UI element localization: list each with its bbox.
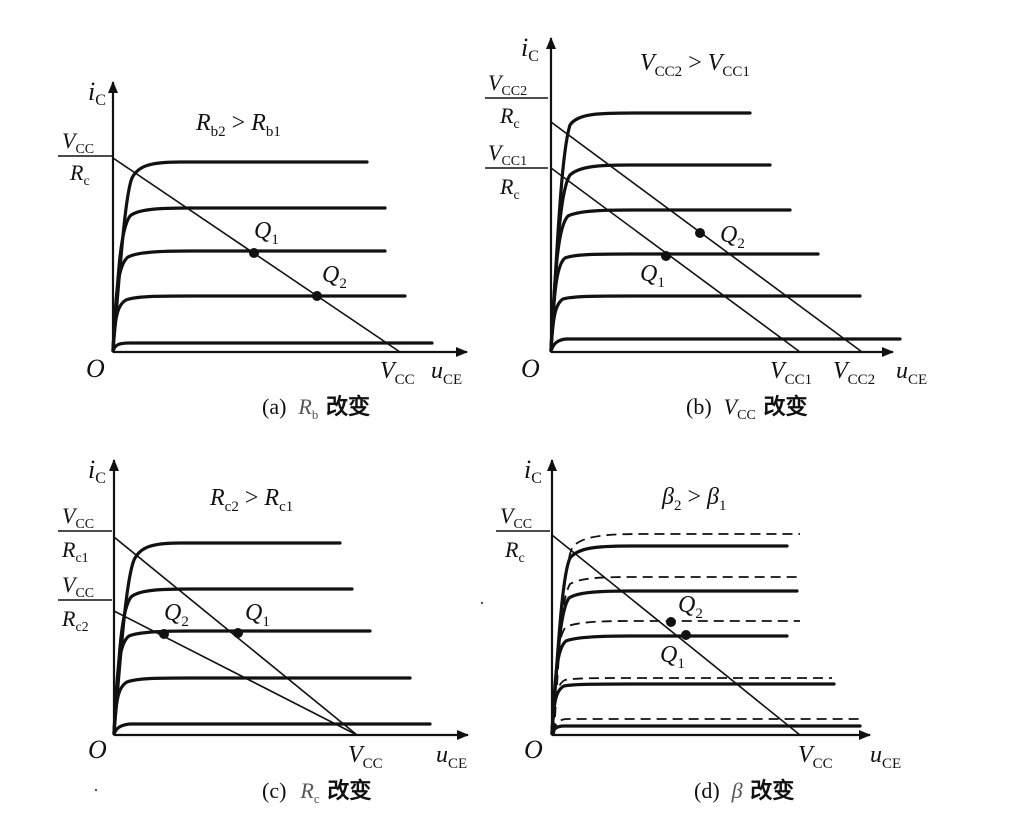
- y-axis-label: iC: [88, 455, 106, 487]
- svg-text:VCC: VCC: [62, 503, 94, 532]
- y-axis-label: iC: [88, 77, 106, 109]
- q2-label: Q2: [678, 592, 703, 622]
- svg-text:VCC: VCC: [500, 503, 532, 532]
- x-intercept-label: VCC: [348, 742, 383, 772]
- scan-speck: [480, 601, 484, 605]
- svg-text:Rc1: Rc1: [61, 537, 89, 566]
- svg-text:Rc: Rc: [69, 160, 90, 189]
- condition-label: Rc2 > Rc1: [209, 485, 293, 515]
- q2-point: [312, 291, 322, 301]
- y-intercept-label: VCC Rc: [58, 128, 112, 189]
- q1-point: [661, 251, 671, 261]
- x-intercept-label: VCC: [380, 358, 415, 388]
- y-intercept-label-rc1: VCC Rc1: [58, 503, 112, 566]
- output-curves: [111, 160, 434, 353]
- condition-label: β2 > β1: [661, 484, 726, 514]
- y-axis-label: iC: [521, 33, 539, 65]
- q2-point: [695, 228, 705, 238]
- svg-text:VCC: VCC: [62, 128, 94, 157]
- panel-a: iC O Rb2 > Rb1 VCC Rc Q1 Q2 VCC uCE (a)R…: [58, 77, 468, 422]
- x-intercept-label: VCC: [798, 742, 833, 772]
- q1-label: Q1: [245, 600, 270, 630]
- q2-label: Q2: [322, 262, 347, 292]
- panel-b: iC O VCC2 > VCC1 VCC2 Rc VCC1 Rc Q1 Q2 V…: [485, 33, 927, 423]
- y-axis-label: iC: [524, 455, 542, 487]
- load-line-vcc1: [550, 167, 801, 353]
- caption: (a)Rb 改变: [262, 394, 370, 422]
- q1-label: Q1: [254, 218, 279, 248]
- x-axis-label: uCE: [896, 358, 927, 388]
- x-axis-label: uCE: [436, 742, 467, 772]
- q1-point: [681, 630, 691, 640]
- condition-label: Rb2 > Rb1: [195, 110, 281, 140]
- x-axis-label: uCE: [870, 742, 901, 772]
- scan-speck: [94, 788, 98, 792]
- output-curves-beta1: [550, 544, 862, 736]
- origin-label: O: [524, 735, 543, 764]
- q1-label: Q1: [660, 642, 685, 672]
- q1-point: [233, 628, 243, 638]
- y-intercept-label: VCC Rc: [496, 503, 550, 566]
- origin-label: O: [86, 354, 105, 383]
- caption: (b)VCC 改变: [686, 394, 807, 423]
- q2-label: Q2: [720, 222, 745, 252]
- svg-text:VCC1: VCC1: [488, 140, 527, 169]
- q2-point: [159, 629, 169, 639]
- x-axis-label: uCE: [431, 358, 462, 388]
- load-line-rc2: [113, 610, 358, 736]
- x-intercept-label-vcc2: VCC2: [833, 358, 875, 388]
- caption: (d)β 改变: [694, 778, 794, 804]
- origin-label: O: [88, 735, 107, 764]
- output-curves-beta2: [553, 533, 862, 735]
- caption: (c)Rc 改变: [262, 778, 371, 806]
- origin-label: O: [521, 354, 540, 383]
- svg-text:Rc: Rc: [504, 537, 525, 566]
- q1-point: [249, 248, 259, 258]
- output-curves: [112, 541, 432, 736]
- q2-label: Q2: [164, 600, 189, 630]
- q1-label: Q1: [640, 261, 665, 291]
- svg-text:VCC: VCC: [62, 572, 94, 601]
- panel-d: iC O β2 > β1 VCC Rc Q2 Q1 VCC uCE (d)β 改…: [496, 455, 901, 804]
- svg-text:Rc: Rc: [499, 103, 520, 132]
- svg-text:Rc: Rc: [499, 174, 520, 203]
- svg-text:Rc2: Rc2: [61, 606, 89, 635]
- y-intercept-label-rc2: VCC Rc2: [58, 572, 112, 635]
- svg-text:VCC2: VCC2: [488, 70, 527, 99]
- x-intercept-label-vcc1: VCC1: [770, 358, 812, 388]
- y-intercept-label-vcc2: VCC2 Rc: [485, 70, 548, 132]
- y-intercept-label-vcc1: VCC1 Rc: [485, 140, 548, 203]
- load-line-vcc2: [550, 121, 863, 353]
- q2-point: [666, 617, 676, 627]
- condition-label: VCC2 > VCC1: [640, 50, 750, 80]
- load-line: [551, 534, 801, 736]
- panel-c: iC O Rc2 > Rc1 VCC Rc1 VCC Rc2 Q2 Q1 VCC…: [58, 455, 469, 806]
